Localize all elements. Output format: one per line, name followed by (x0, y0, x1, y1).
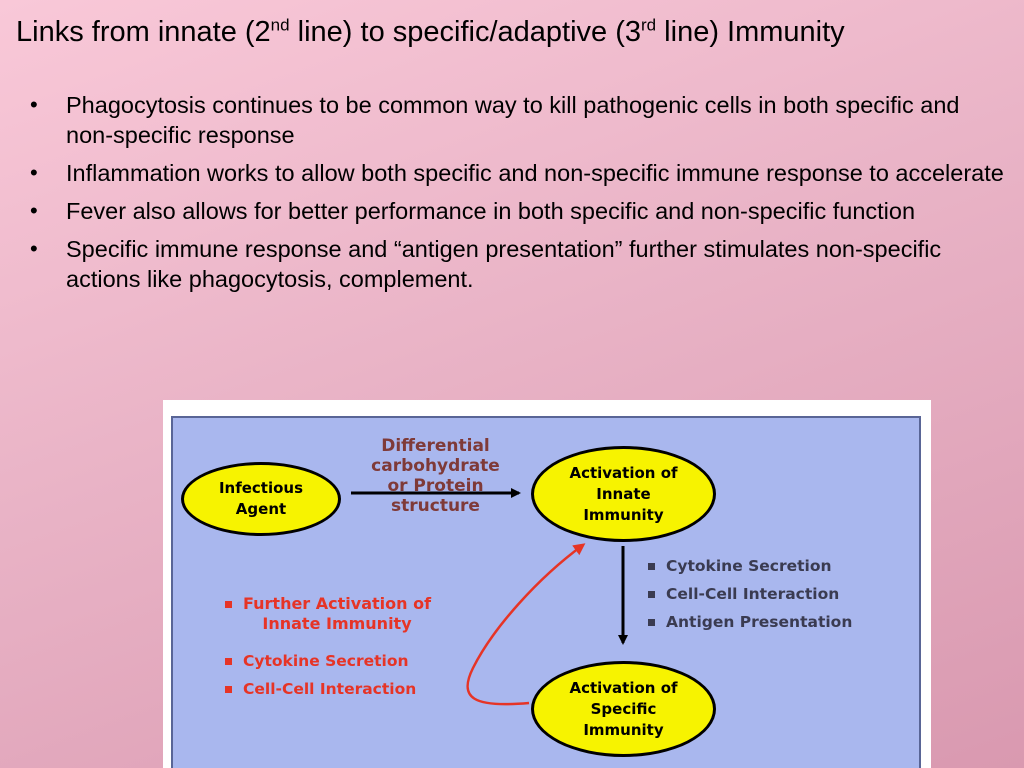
bullet-item: • Fever also allows for better performanc… (24, 196, 1004, 226)
bullet-text: Fever also allows for better performance… (66, 198, 916, 224)
list-item: Cytokine Secretion (225, 650, 416, 678)
list-item: Cell-Cell Interaction (225, 678, 416, 706)
bullet-text: Phagocytosis continues to be common way … (66, 92, 960, 148)
title-text-3: line) Immunity (656, 16, 845, 48)
bullet-text: Specific immune response and “antigen pr… (66, 236, 942, 292)
further-activation-label: Further Activation of Innate Immunity (225, 594, 431, 634)
arrow-feedback-specific-to-innate (466, 543, 586, 706)
slide-title: Links from innate (2nd line) to specific… (16, 14, 1016, 50)
diagram-figure: Infectious Agent Differential carbohydra… (163, 400, 931, 768)
innate-outputs-list: Cytokine Secretion Cell-Cell Interaction… (648, 555, 852, 639)
red-bullet-square (225, 601, 232, 608)
diagram-panel: Infectious Agent Differential carbohydra… (171, 416, 921, 768)
bullet-dot: • (30, 236, 38, 261)
bullet-list: • Phagocytosis continues to be common way… (24, 90, 1004, 302)
bullet-dot: • (30, 160, 38, 185)
differential-structure-label: Differential carbohydrate or Protein str… (371, 436, 500, 516)
further-activation-text: Further Activation of Innate Immunity (243, 594, 432, 633)
infectious-agent-node: Infectious Agent (181, 462, 341, 536)
specific-outputs-list: Cytokine Secretion Cell-Cell Interaction (225, 650, 416, 706)
infectious-agent-label: Infectious Agent (218, 479, 304, 518)
list-item: Cell-Cell Interaction (648, 583, 852, 611)
specific-immunity-label: Activation of Specific Immunity (569, 678, 678, 739)
bullet-text: Inflammation works to allow both specifi… (66, 160, 1004, 186)
list-item: Antigen Presentation (648, 611, 852, 639)
specific-immunity-node: Activation of Specific Immunity (531, 661, 716, 757)
list-item: Cytokine Secretion (648, 555, 852, 583)
title-text-1: Links from innate (2 (16, 16, 271, 48)
diagram-arrows (351, 488, 628, 706)
bullet-dot: • (30, 198, 38, 223)
bullet-dot: • (30, 92, 38, 117)
innate-immunity-node: Activation of Innate Immunity (531, 446, 716, 542)
title-superscript-nd: nd (270, 15, 290, 35)
innate-immunity-label: Activation of Innate Immunity (569, 463, 678, 524)
title-superscript-rd: rd (641, 15, 657, 35)
bullet-item: • Inflammation works to allow both specif… (24, 158, 1004, 188)
bullet-item: • Specific immune response and “antigen p… (24, 234, 1004, 294)
title-text-2: line) to specific/adaptive (3 (289, 16, 641, 48)
bullet-item: • Phagocytosis continues to be common way… (24, 90, 1004, 150)
